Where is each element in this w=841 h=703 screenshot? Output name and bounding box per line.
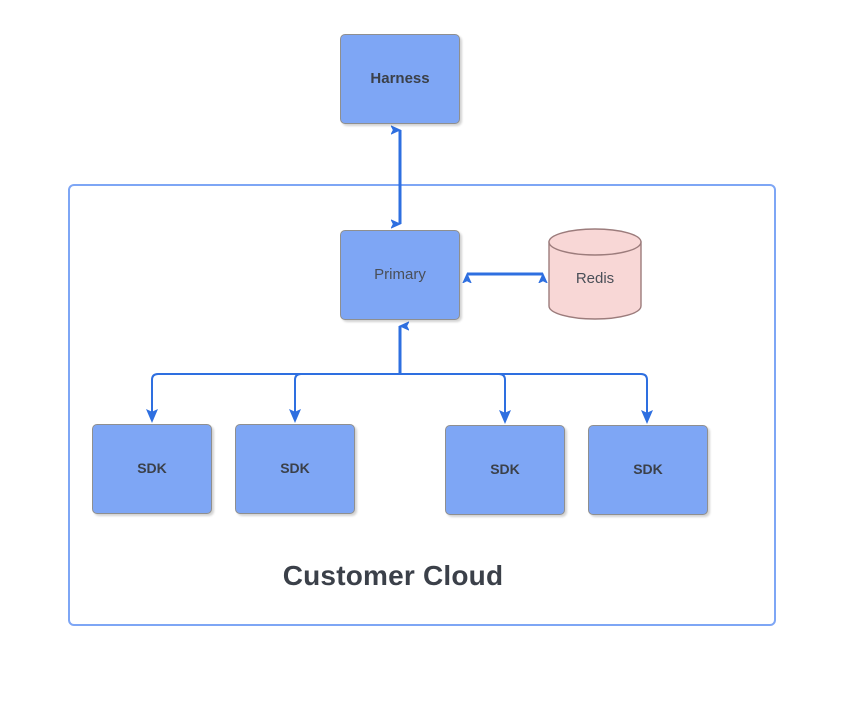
node-sdk-1[interactable]: SDK (92, 424, 212, 514)
node-sdk-3-label: SDK (490, 461, 520, 478)
node-sdk-3[interactable]: SDK (445, 425, 565, 515)
node-sdk-4-label: SDK (633, 461, 663, 478)
node-sdk-1-label: SDK (137, 460, 167, 477)
database-cylinder-icon (548, 228, 642, 320)
customer-cloud-container (68, 184, 776, 626)
customer-cloud-title: Customer Cloud (282, 560, 504, 591)
node-primary[interactable]: Primary (340, 230, 460, 320)
node-harness[interactable]: Harness (340, 34, 460, 124)
node-sdk-4[interactable]: SDK (588, 425, 708, 515)
node-sdk-2[interactable]: SDK (235, 424, 355, 514)
node-primary-label: Primary (374, 265, 426, 283)
node-harness-label: Harness (370, 69, 430, 87)
node-sdk-2-label: SDK (280, 460, 310, 477)
node-redis-label: Redis (575, 269, 615, 287)
node-redis[interactable]: Redis (548, 228, 642, 320)
